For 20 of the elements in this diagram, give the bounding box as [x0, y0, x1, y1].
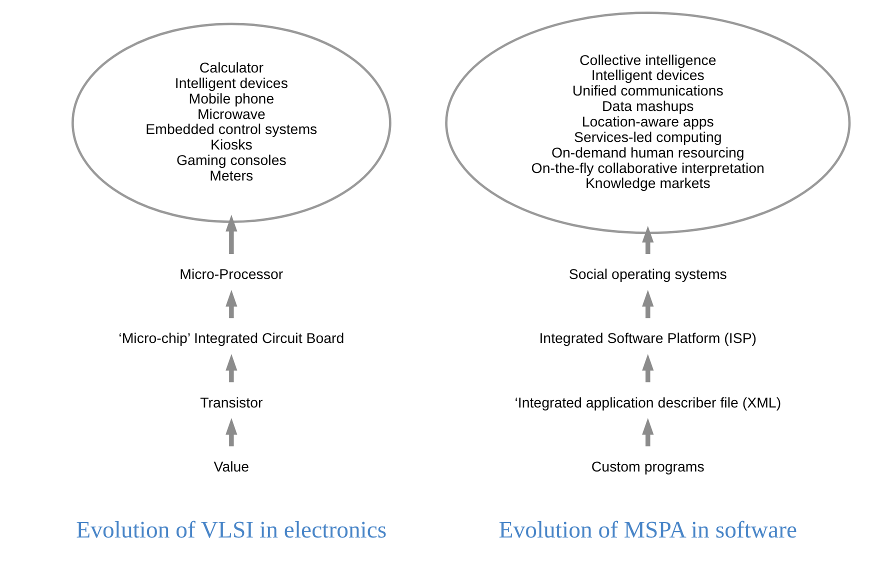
node-text: Value — [214, 459, 250, 476]
label: Evolution of VLSI in electronics — [76, 518, 387, 544]
arrow — [642, 290, 654, 318]
arrow — [642, 354, 654, 382]
node-text: ‘Micro-chip’ Integrated Circuit Board — [118, 331, 344, 348]
arrow — [226, 290, 238, 318]
arrow — [226, 214, 238, 254]
node-text: Custom programs — [591, 459, 704, 476]
arrow — [226, 354, 238, 382]
node-ellipse: Calculator Intelligent devices Mobile phone Microwave Embedded control systems Kiosks Gaming consoles Meters — [72, 22, 392, 223]
node-text: Integrated Software Platform (ISP) — [539, 331, 757, 348]
node-text: ‘Integrated application describer file (XML) — [514, 395, 782, 412]
node-ellipse: Collective intelligence Intelligent devices Unified communications Data mashups Location-aware apps Services-led computing On-demand human resourcing On-the-fly collaborative interpretation Knowledge markets — [445, 12, 851, 234]
label: Evolution of MSPA in software — [498, 518, 798, 544]
node-text: Micro-Processor — [180, 267, 284, 284]
node-text: Social operating systems — [568, 267, 727, 284]
arrow — [226, 418, 238, 446]
node-text: Transistor — [200, 395, 263, 412]
arrow — [642, 418, 654, 446]
arrow — [642, 226, 654, 254]
